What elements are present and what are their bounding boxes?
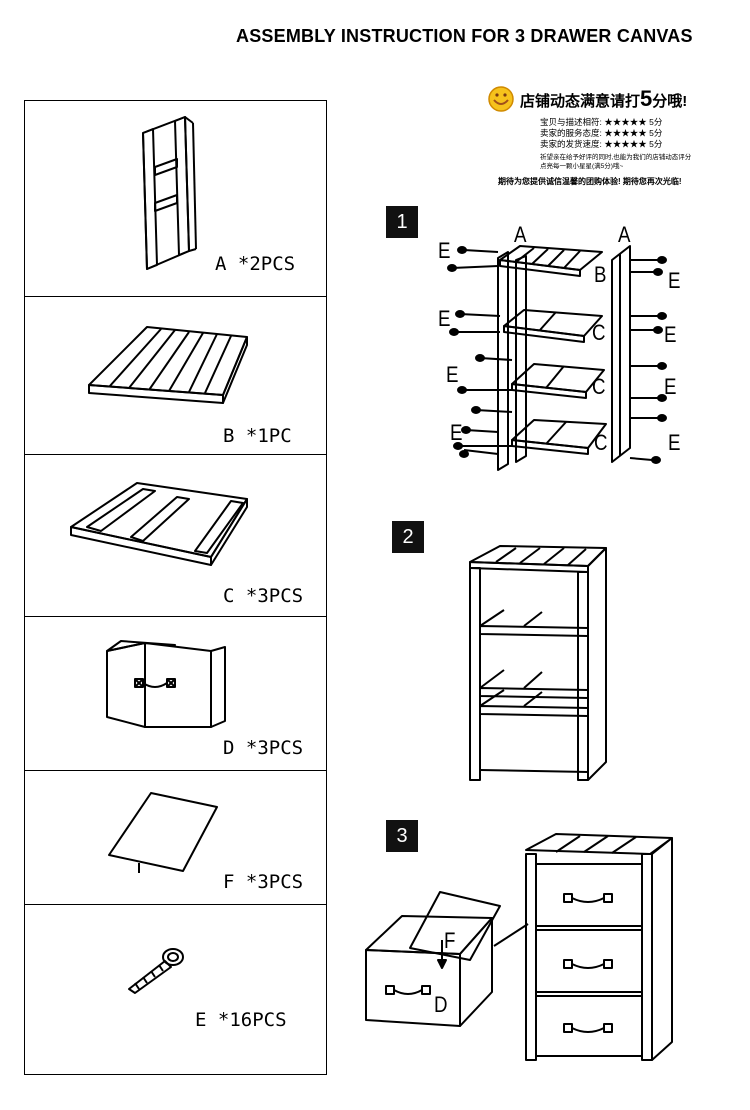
step-3-drawer-assembly — [365, 833, 673, 1061]
part-e-cell: E *16PCS — [25, 905, 326, 1076]
label-e-8: E — [668, 430, 681, 455]
star-icon: ★★★★★ — [604, 139, 647, 149]
rating-heading-end: 分哦! — [652, 93, 688, 110]
rating-row-label: 卖家的发货速度: — [540, 139, 602, 149]
rating-note-1: 祈望亲在给予好评的同时,也能为我们的店铺动态评分 — [540, 154, 692, 161]
part-f-label: F *3PCS — [223, 871, 304, 893]
part-a-drawing — [142, 116, 197, 270]
label-b: B — [594, 262, 607, 287]
part-f-cell: F *3PCS — [25, 771, 326, 905]
part-c-label: C *3PCS — [223, 585, 304, 607]
part-c-drawing — [70, 482, 248, 566]
drawer-2 — [535, 929, 643, 993]
label-e-3: E — [446, 362, 459, 387]
label-f: F — [444, 928, 456, 953]
rating-heading-text: 店铺动态满意请打 — [520, 93, 641, 110]
rating-row: 卖家的服务态度: ★★★★★ 5分 — [540, 127, 662, 139]
smiley-icon — [488, 86, 514, 112]
part-b-drawing — [88, 326, 248, 404]
bottom-panel-f — [409, 891, 501, 961]
right-side-frame — [611, 245, 631, 463]
page-title: ASSEMBLY INSTRUCTION FOR 3 DRAWER CANVAS — [236, 26, 693, 46]
rating-note-2: 点亮每一颗小星星(满5分)哦~ — [540, 163, 624, 170]
label-c-3: C — [594, 430, 608, 455]
label-d: D — [434, 992, 448, 1017]
drawer-3 — [535, 995, 643, 1057]
screw-icons-left — [447, 246, 513, 458]
rating-row: 卖家的发货速度: ★★★★★ 5分 — [540, 138, 662, 150]
label-e-1: E — [438, 238, 451, 263]
label-a-right: A — [618, 222, 631, 247]
rating-row: 宝贝与描述相符: ★★★★★ 5分 — [540, 116, 662, 128]
rating-footer: 期待为您提供诚信温馨的团购体验! 期待您再次光临! — [498, 177, 682, 186]
part-d-cell: D *3PCS — [25, 617, 326, 771]
part-e-drawing — [128, 948, 184, 994]
part-b-label: B *1PC — [223, 425, 292, 447]
step-1-exploded-view — [447, 245, 667, 471]
part-d-label: D *3PCS — [223, 737, 304, 759]
label-a-left: A — [514, 222, 527, 247]
star-icon: ★★★★★ — [604, 128, 647, 138]
rating-heading-score: 5 — [640, 86, 653, 111]
rating-row-label: 卖家的服务态度: — [540, 128, 602, 138]
drawer-1 — [535, 863, 643, 927]
part-f-drawing — [108, 792, 218, 873]
part-c-cell: C *3PCS — [25, 455, 326, 617]
part-a-label: A *2PCS — [215, 253, 296, 275]
rating-box: 店铺动态满意请打5分哦! 宝贝与描述相符: ★★★★★ 5分 卖家的服务态度: … — [480, 80, 730, 190]
label-e-5: E — [668, 268, 681, 293]
part-e-label: E *16PCS — [195, 1009, 287, 1031]
rating-row-score: 5分 — [649, 117, 663, 127]
label-e-7: E — [664, 374, 677, 399]
step-2-badge: 2 — [392, 521, 424, 553]
rating-row-score: 5分 — [649, 128, 663, 138]
screw-icons-right — [629, 256, 667, 464]
label-c-1: C — [592, 320, 606, 345]
label-e-2: E — [438, 306, 451, 331]
part-a-cell: A *2PCS — [25, 101, 326, 297]
step-2-assembled-frame — [469, 545, 607, 781]
label-e-4: E — [450, 420, 463, 445]
step-3-badge: 3 — [386, 820, 418, 852]
rating-row-score: 5分 — [649, 139, 663, 149]
step-1-badge: 1 — [386, 206, 418, 238]
label-c-2: C — [592, 374, 606, 399]
rating-heading: 店铺动态满意请打5分哦! — [520, 86, 687, 112]
part-b-cell: B *1PC — [25, 297, 326, 455]
rating-row-label: 宝贝与描述相符: — [540, 117, 602, 127]
open-drawer — [365, 915, 493, 955]
parts-list: A *2PCS B *1PC — [24, 100, 327, 1075]
star-icon: ★★★★★ — [604, 117, 647, 127]
label-e-6: E — [664, 322, 677, 347]
part-d-drawing — [106, 640, 226, 728]
left-side-frame — [497, 251, 509, 471]
